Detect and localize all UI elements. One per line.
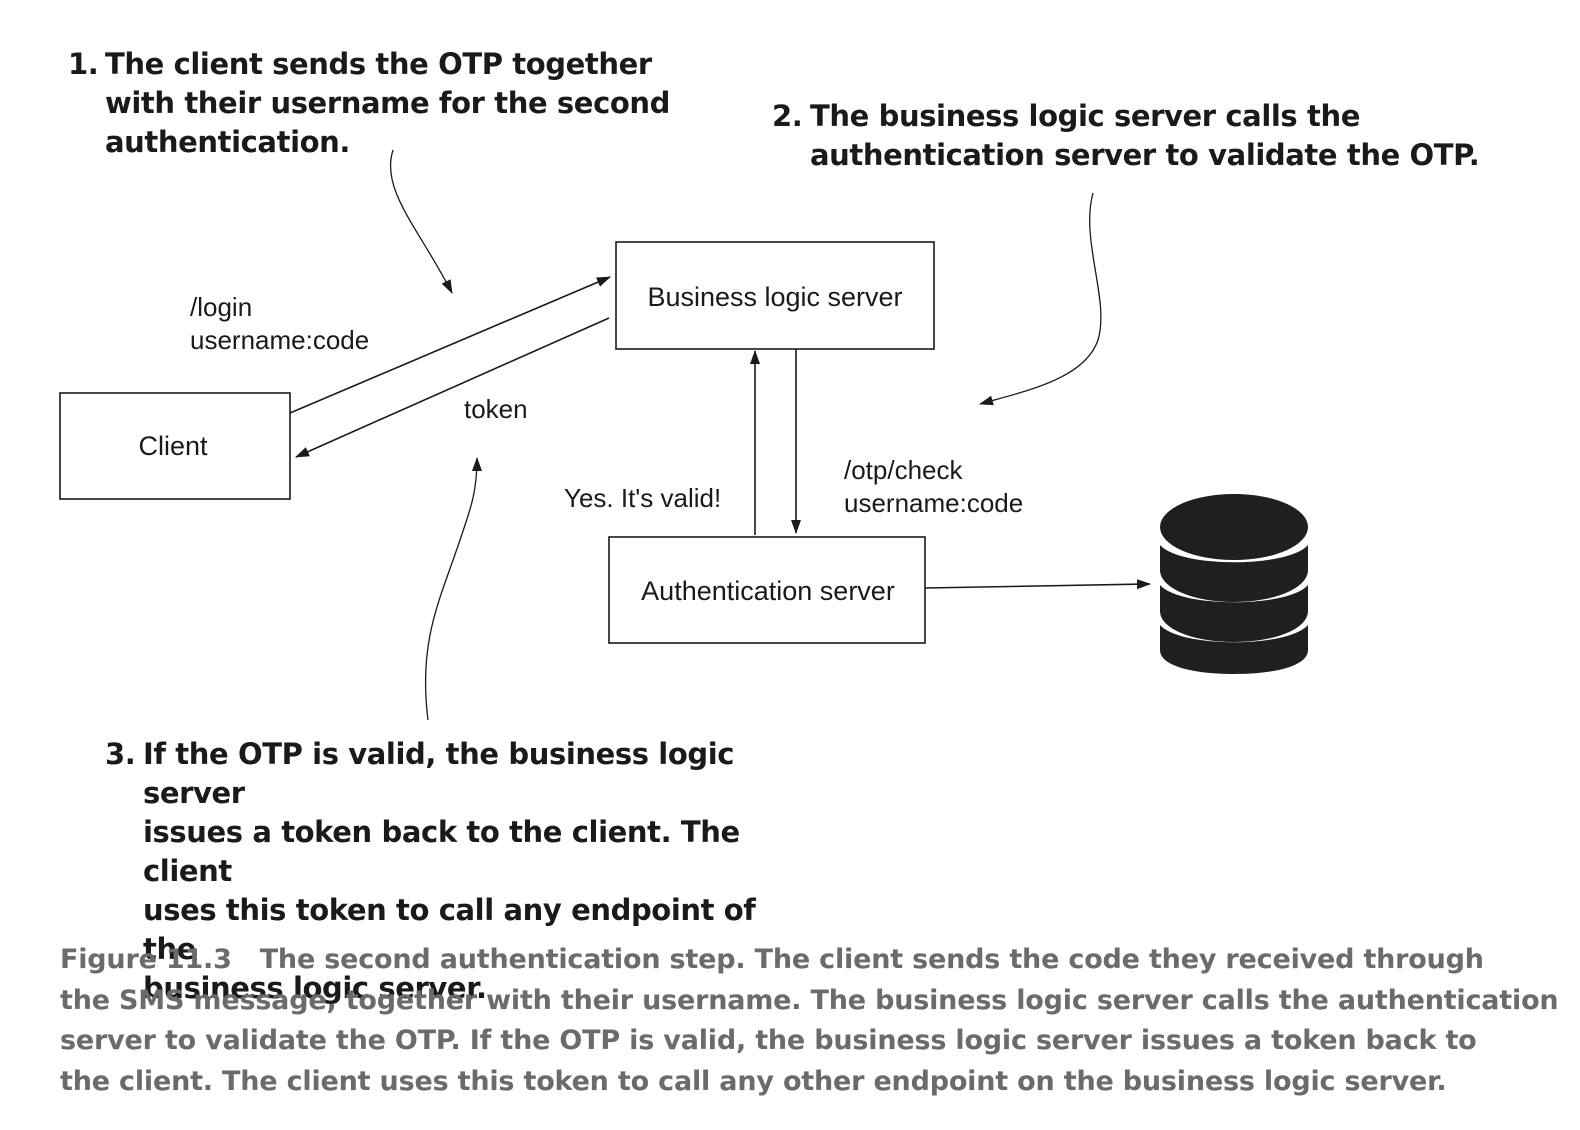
callout-2-number: 2.	[772, 99, 803, 133]
otp-check-label: /otp/check username:code	[844, 455, 1023, 518]
callout-1: 1. The client sends the OTP together wit…	[68, 45, 688, 162]
authentication-server-label: Authentication server	[641, 576, 895, 606]
callout-1-pointer	[389, 149, 453, 294]
login-label-line2: username:code	[190, 325, 369, 355]
client-node: Client	[59, 392, 291, 500]
callout-2: 2. The business logic server calls the a…	[772, 97, 1532, 175]
login-arrow	[289, 276, 611, 414]
callout-1-number: 1.	[68, 47, 99, 81]
callout-3-pointer	[424, 457, 482, 721]
token-label: token	[464, 394, 528, 424]
otp-check-label-line1: /otp/check	[844, 455, 964, 485]
database-arrow	[924, 579, 1151, 590]
callout-2-text: The business logic server calls the auth…	[810, 99, 1480, 172]
flow-diagram: Client Business logic server Authenticat…	[59, 149, 1308, 721]
callout-3: 3. If the OTP is valid, the business log…	[105, 735, 805, 1008]
figure-number: Figure 11.3	[60, 944, 232, 975]
otp-check-label-line2: username:code	[844, 488, 1023, 518]
client-label: Client	[138, 431, 208, 461]
login-label-line1: /login	[190, 292, 252, 322]
callout-3-text: If the OTP is valid, the business logic …	[143, 737, 756, 1005]
callout-1-text: The client sends the OTP together with t…	[105, 47, 670, 159]
callout-3-number: 3.	[105, 737, 136, 771]
database-icon	[1160, 494, 1308, 674]
callout-2-pointer	[979, 192, 1102, 406]
business-logic-server-label: Business logic server	[647, 282, 902, 312]
figure-caption-text: The second authentication step. The clie…	[60, 944, 1559, 1097]
login-label: /login username:code	[190, 292, 369, 355]
valid-label: Yes. It's valid!	[564, 483, 721, 513]
token-arrow	[295, 317, 610, 458]
business-logic-server-node: Business logic server	[615, 241, 935, 350]
authentication-server-node: Authentication server	[608, 536, 926, 644]
